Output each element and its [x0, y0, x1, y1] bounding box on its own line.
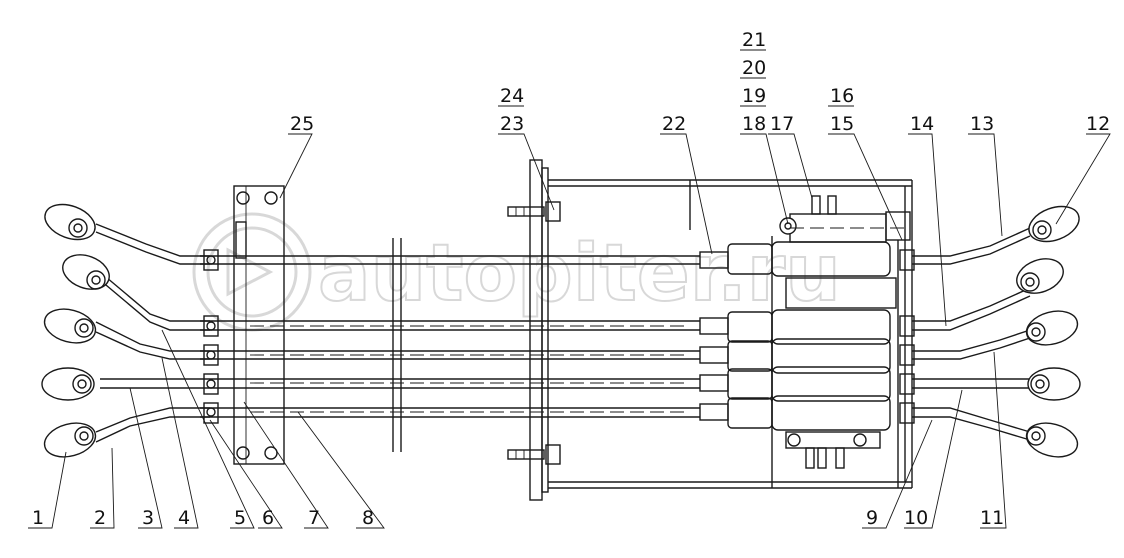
- ball-end-left-3: [43, 308, 97, 344]
- label-8: 8: [362, 507, 374, 529]
- label-24: 24: [500, 85, 524, 107]
- ball-end-right-2: [1016, 258, 1064, 294]
- label-22: 22: [662, 113, 686, 135]
- label-6: 6: [262, 507, 274, 529]
- ball-end-left-5: [43, 422, 97, 458]
- label-25: 25: [290, 113, 314, 135]
- label-21: 21: [742, 29, 766, 51]
- valve-block: [727, 195, 911, 469]
- label-23: 23: [500, 113, 524, 135]
- label-3: 3: [142, 507, 154, 529]
- ball-end-left-2: [62, 254, 110, 290]
- label-7: 7: [308, 507, 320, 529]
- label-13: 13: [970, 113, 994, 135]
- rods: [100, 255, 700, 418]
- left-clevises: [203, 249, 219, 424]
- label-14: 14: [910, 113, 934, 135]
- ball-end-left-1: [44, 203, 96, 241]
- label-5: 5: [234, 507, 246, 529]
- label-12: 12: [1086, 113, 1110, 135]
- right-frame: [392, 180, 913, 488]
- ball-end-right-1: [1028, 205, 1080, 243]
- label-17: 17: [770, 113, 794, 135]
- left-levers: [41, 203, 210, 458]
- label-15: 15: [830, 113, 854, 135]
- leader-lines: [28, 49, 1111, 529]
- label-19: 19: [742, 85, 766, 107]
- ball-end-right-5: [1025, 422, 1079, 458]
- label-2: 2: [94, 507, 106, 529]
- label-1: 1: [32, 507, 44, 529]
- part-labels: 1 2 3 4 5 6 7 8 9 10 11 12 13 14 15 16 1…: [32, 29, 1110, 529]
- label-9: 9: [866, 507, 878, 529]
- ball-end-right-3: [1025, 310, 1079, 346]
- ball-end-right-4: [1027, 367, 1081, 401]
- label-10: 10: [904, 507, 928, 529]
- label-4: 4: [178, 507, 190, 529]
- ball-end-left-4: [41, 367, 95, 401]
- label-11: 11: [980, 507, 1004, 529]
- label-18: 18: [742, 113, 766, 135]
- label-16: 16: [830, 85, 854, 107]
- label-20: 20: [742, 57, 766, 79]
- right-levers: [899, 205, 1081, 458]
